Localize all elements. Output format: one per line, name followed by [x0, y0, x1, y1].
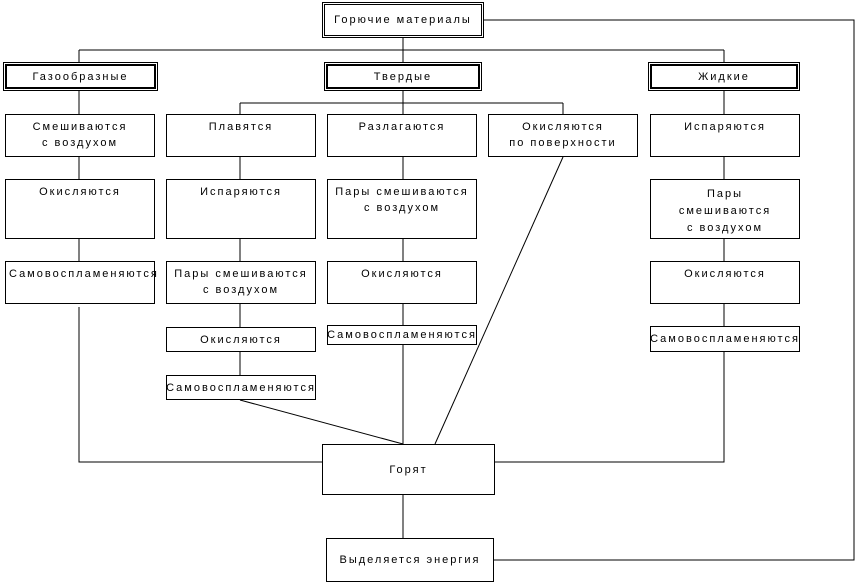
category-solid-box: Твердые: [324, 62, 482, 91]
liquid-step-label: Окисляются: [684, 268, 766, 280]
liquid-step-box: Испаряются: [650, 114, 800, 157]
liquid-step-box: Пары смешиваются с воздухом: [650, 179, 800, 239]
solid-melt-step-box: Испаряются: [166, 179, 316, 239]
root-label: Горючие материалы: [334, 14, 472, 26]
liquid-step-box: Самовоспламеняются: [650, 326, 800, 352]
liquid-step-box: Окисляются: [650, 261, 800, 304]
solid-decomp-step-label: Самовоспламеняются: [327, 329, 477, 341]
solid-decomp-step-label: Пары смешиваются с воздухом: [335, 186, 469, 214]
root-box: Горючие материалы: [322, 2, 484, 38]
solid-decomp-step-box: Самовоспламеняются: [327, 325, 477, 345]
solid-melt-step-box: Плавятся: [166, 114, 316, 157]
solid-decomp-step-box: Окисляются: [327, 261, 477, 304]
energy-box: Выделяется энергия: [326, 538, 494, 582]
solid-decomp-step-box: Пары смешиваются с воздухом: [327, 179, 477, 239]
gas-step-box: Самовоспламеняются: [5, 261, 159, 304]
burn-box: Горят: [322, 444, 495, 495]
gas-step-box: Окисляются: [5, 179, 155, 239]
solid-melt-step-label: Самовоспламеняются: [166, 381, 316, 394]
solid-surface-step-box: Окисляются по поверхности: [488, 114, 638, 157]
liquid-step-label: Самовоспламеняются: [650, 333, 800, 345]
solid-melt-step-label: Испаряются: [200, 186, 282, 198]
category-liquid-box: Жидкие: [648, 62, 800, 91]
category-gas-label: Газообразные: [32, 70, 129, 83]
solid-melt-step-label: Окисляются: [200, 333, 282, 346]
solid-melt-step-label: Пары смешиваются с воздухом: [174, 268, 308, 296]
burn-label: Горят: [389, 463, 428, 476]
solid-decomp-step-label: Разлагаются: [358, 121, 446, 133]
gas-step-label: Самовоспламеняются: [9, 268, 159, 280]
solid-decomp-step-label: Окисляются: [361, 268, 443, 280]
category-liquid-label: Жидкие: [698, 70, 750, 83]
solid-surface-step-label: Окисляются по поверхности: [509, 121, 617, 149]
solid-melt-step-box: Самовоспламеняются: [166, 375, 316, 400]
solid-melt-step-box: Окисляются: [166, 327, 316, 352]
category-solid-label: Твердые: [373, 70, 433, 83]
solid-melt-step-label: Плавятся: [208, 121, 274, 133]
gas-step-box: Смешиваются с воздухом: [5, 114, 155, 157]
category-gas-box: Газообразные: [3, 62, 158, 91]
solid-melt-step-box: Пары смешиваются с воздухом: [166, 261, 316, 304]
energy-label: Выделяется энергия: [339, 554, 481, 566]
gas-step-label: Окисляются: [39, 186, 121, 198]
gas-step-label: Смешиваются с воздухом: [32, 121, 128, 149]
liquid-step-label: Пары смешиваются с воздухом: [678, 188, 772, 234]
liquid-step-label: Испаряются: [684, 121, 766, 133]
solid-decomp-step-box: Разлагаются: [327, 114, 477, 157]
